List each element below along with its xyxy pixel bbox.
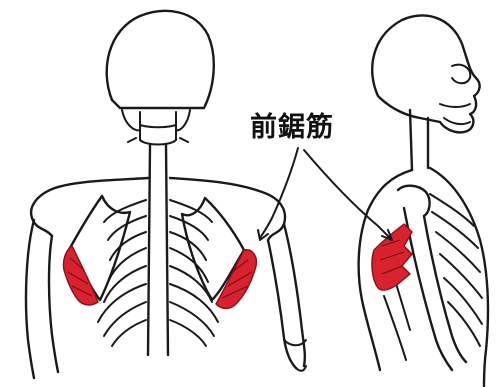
back-left-ribs xyxy=(98,200,146,346)
side-view-figure xyxy=(359,15,488,386)
side-jaw xyxy=(440,104,470,124)
back-right-shoulder xyxy=(170,178,285,240)
back-left-arm xyxy=(26,220,58,378)
side-shoulder xyxy=(398,186,430,216)
back-left-shoulder xyxy=(31,178,148,236)
side-eye-socket xyxy=(452,65,470,84)
back-view-figure xyxy=(26,11,306,378)
back-right-arm xyxy=(268,224,305,368)
muscle-name-label: 前鋸筋 xyxy=(250,111,334,143)
back-right-ribs xyxy=(170,200,218,346)
side-skull xyxy=(372,15,479,132)
side-serratus-muscle xyxy=(372,224,412,290)
back-skull xyxy=(107,11,214,108)
back-spine xyxy=(148,145,168,355)
label-group: 前鋸筋 xyxy=(250,111,392,240)
back-left-serratus-muscle xyxy=(63,246,98,305)
back-neck-vertebrae xyxy=(128,112,188,145)
back-right-serratus-muscle xyxy=(216,250,256,309)
